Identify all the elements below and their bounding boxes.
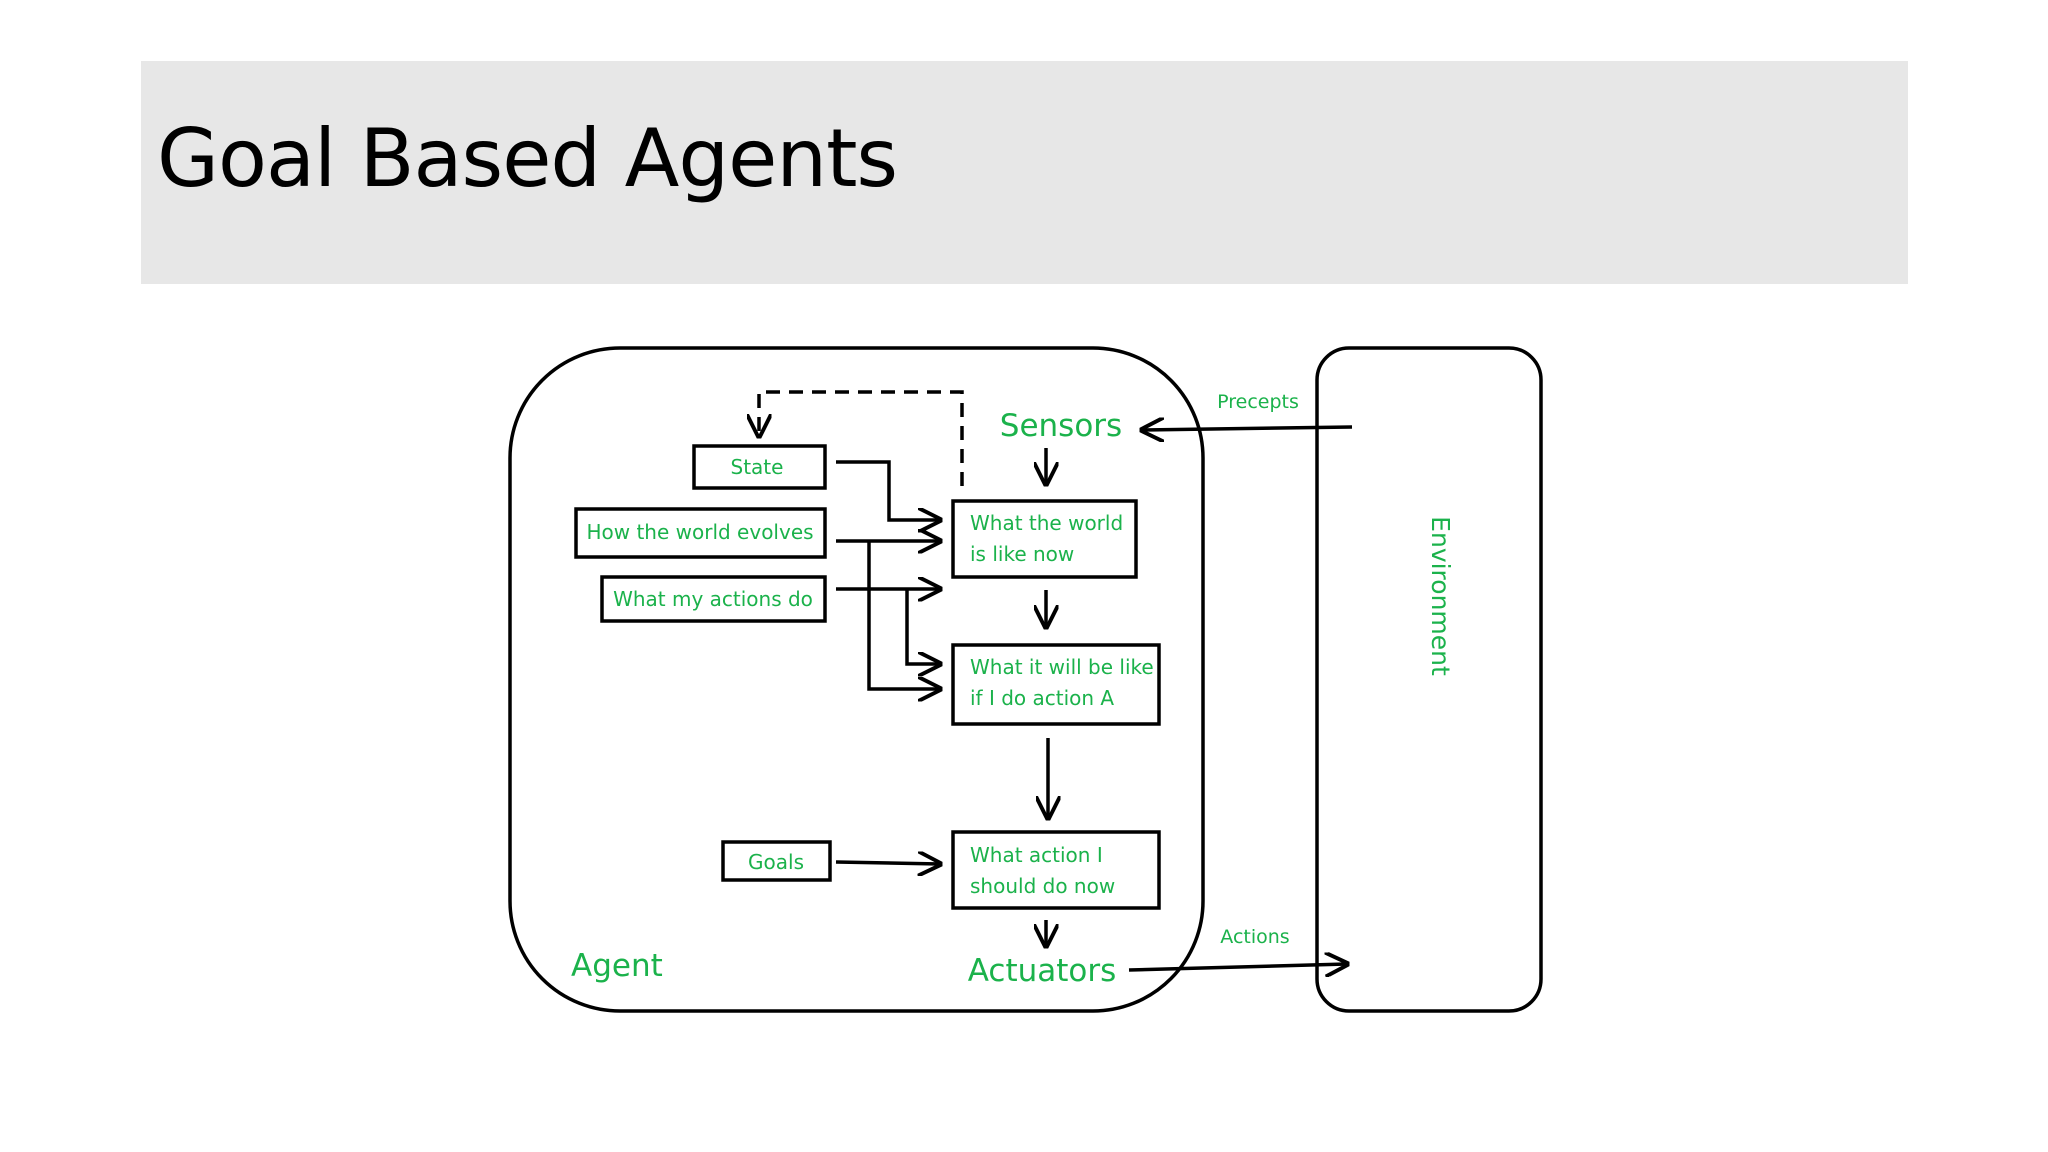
- percepts-arrow: [1142, 427, 1353, 430]
- world-now-box: [951, 499, 1138, 579]
- will-be-like-box: [951, 643, 1161, 726]
- world-now-label-line1: What the world: [970, 511, 1123, 535]
- actions-label: Actions: [1220, 926, 1289, 948]
- state-to-world-now-arrow: [836, 460, 940, 520]
- actions-do-label: What my actions do: [613, 587, 813, 611]
- environment-label: Environment: [1426, 516, 1455, 676]
- actions-do-box: [600, 575, 827, 623]
- page-title: Goal Based Agents: [157, 112, 898, 205]
- actions-to-will-be-like-arrow: [905, 589, 940, 664]
- action-now-label-line1: What action I: [970, 843, 1103, 867]
- state-label: State: [731, 455, 784, 479]
- world-evolves-label: How the world evolves: [586, 520, 813, 544]
- action-now-box: [951, 830, 1161, 910]
- agent-container: [508, 346, 1205, 1013]
- action-now-label-line2: should do now: [970, 874, 1115, 898]
- goals-box: [721, 840, 832, 882]
- sensors-label: Sensors: [1000, 408, 1122, 444]
- state-box: [692, 444, 827, 490]
- state-feedback-dashed-arrow: [759, 390, 964, 486]
- percepts-label: Precepts: [1217, 391, 1299, 413]
- world-now-label-line2: is like now: [970, 542, 1074, 566]
- actuators-label: Actuators: [968, 953, 1117, 989]
- title-bar: Goal Based Agents: [141, 61, 1908, 284]
- environment-container: [1315, 346, 1543, 1013]
- will-be-like-label-line1: What it will be like: [970, 655, 1154, 679]
- world-evolves-box: [574, 507, 827, 559]
- actions-arrow: [1128, 964, 1347, 970]
- will-be-like-label-line2: if I do action A: [970, 686, 1114, 710]
- goals-label: Goals: [748, 850, 804, 874]
- agent-label: Agent: [571, 948, 663, 984]
- goals-to-action-now-arrow: [835, 862, 940, 864]
- evolves-to-will-be-like-arrow: [867, 541, 940, 689]
